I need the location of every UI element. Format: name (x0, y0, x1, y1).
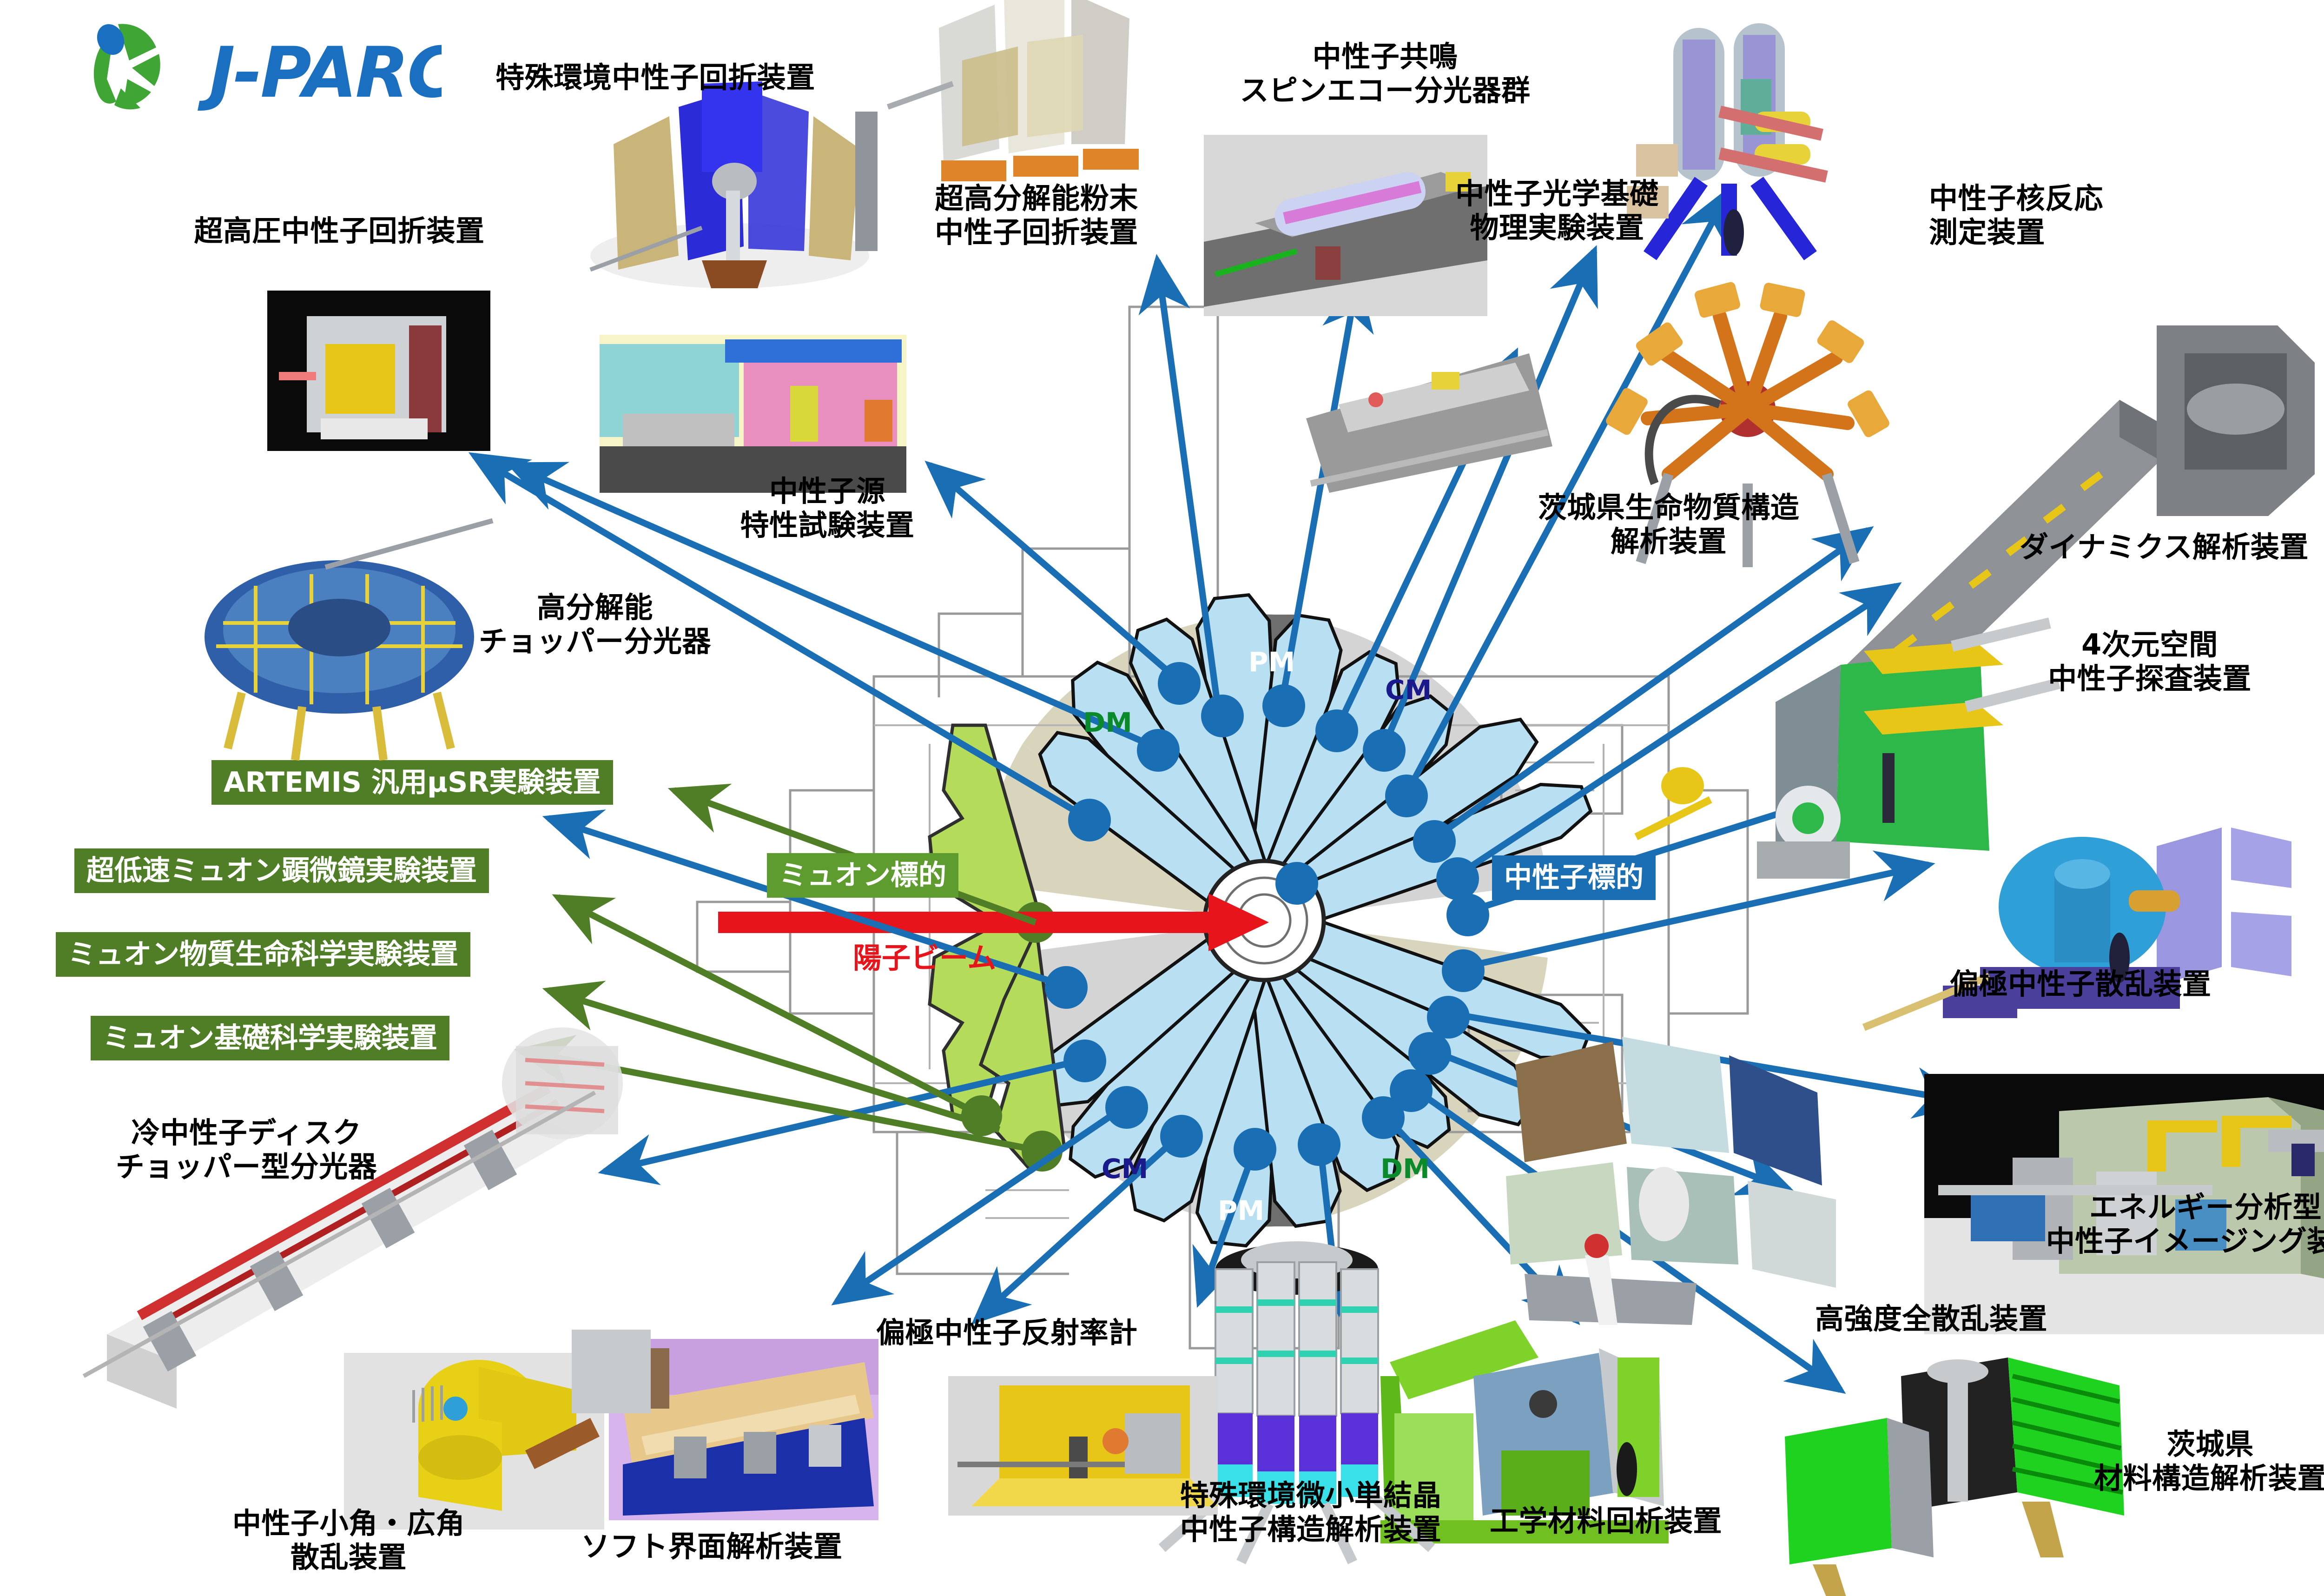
label-special-environment-neutron-diffractometer: 特殊環境中性子回折装置 (495, 60, 815, 94)
label-neutron-resonance-spin-echo-spectrometers: 中性子共鳴 スピンエコー分光器群 (1240, 40, 1531, 108)
label-extreme-environment-small-single-crystal-diffractometer: 特殊環境微小単結晶 中性子構造解析装置 (1180, 1478, 1442, 1547)
label-super-high-resolution-powder-neutron-diffractometer: 超高分解能粉末 中性子回折装置 (935, 181, 1138, 250)
zone-label-dm-upper: DM (1083, 707, 1132, 738)
proton-beam-label: 陽子ビーム (853, 941, 997, 975)
logo-wordmark: J-PARC (198, 33, 442, 113)
thumb-neutron-nuclear-reaction-measurement (1627, 23, 1828, 260)
label-engineering-materials-diffractometer: 工学材料回析装置 (1489, 1504, 1722, 1538)
thumb-cold-neutron-disk-chopper-spectrometer (82, 1027, 623, 1409)
beamline-endpoint-dots (1045, 662, 1489, 1171)
thumb-super-high-resolution-powder-diffractometer (886, 0, 1139, 181)
label-four-dimensional-space-neutron-explorer: 4次元空間 中性子探査装置 (2048, 628, 2251, 696)
muon-instrument-basic-science[interactable]: ミュオン基礎科学実験装置 (91, 1016, 449, 1060)
label-neutron-nuclear-reaction-measurement-instrument: 中性子核反応 測定装置 (1929, 181, 2104, 250)
label-soft-interface-analyzer: ソフト界面解析装置 (581, 1530, 843, 1563)
thumb-ibaraki-biological-crystal-diffractometer (1606, 282, 1889, 567)
jparc-logo-svg: J-PARC (93, 24, 460, 113)
label-polarized-neutron-scattering-instrument: 偏極中性子散乱装置 (1950, 967, 2212, 1001)
label-ibaraki-biological-crystal-diffractometer: 茨城県生命物質構造 解析装置 (1538, 490, 1800, 559)
thumb-small-and-wide-angle-scattering (344, 1330, 651, 1530)
label-cold-neutron-disk-chopper-spectrometer: 冷中性子ディスク チョッパー型分光器 (115, 1116, 377, 1184)
neutron-target-callout[interactable]: 中性子標的 (1492, 855, 1656, 900)
label-neutron-source-characteristics-test-instrument: 中性子源 特性試験装置 (740, 474, 915, 543)
label-ultrahigh-pressure-neutron-diffractometer: 超高圧中性子回折装置 (194, 214, 485, 248)
muon-instrument-artemis[interactable]: ARTEMIS 汎用μSR実験装置 (211, 760, 613, 805)
thumb-neutron-source-characteristics-test (600, 335, 906, 493)
zone-label-cm-upper: CM (1385, 674, 1432, 706)
label-high-intensity-total-scattering-instrument: 高強度全散乱装置 (1815, 1302, 2048, 1336)
label-dynamics-analyzer: ダイナミクス解析装置 (2020, 530, 2309, 564)
logo-mark-icon (93, 24, 160, 110)
label-ibaraki-materials-design-diffractometer: 茨城県 材料構造解析装置 (2093, 1427, 2324, 1496)
muon-instrument-material-life-science[interactable]: ミュオン物質生命科学実験装置 (56, 932, 470, 977)
muon-target-callout[interactable]: ミュオン標的 (767, 853, 958, 898)
proton-beam-arrow (718, 894, 1269, 951)
thumb-ultrahigh-pressure-neutron-diffractometer (267, 291, 490, 451)
label-neutron-small-and-wide-angle-scattering-instrument: 中性子小角・広角 散乱装置 (232, 1506, 465, 1575)
thumb-special-environment-neutron-diffractometer (589, 81, 878, 288)
zone-label-pm-lower: PM (1218, 1195, 1265, 1226)
thumb-polarized-neutron-reflectometer (948, 1376, 1218, 1516)
thumb-energy-resolved-neutron-imaging (1924, 1074, 2324, 1334)
thumb-polarized-neutron-scattering (1862, 828, 2291, 1031)
label-energy-resolved-neutron-imaging-system: エネルギー分析型 中性子イメージング装置 (2046, 1190, 2324, 1258)
thumb-high-resolution-chopper-spectrometer (205, 518, 494, 761)
thumb-engineering-materials-diffractometer (1380, 1320, 1669, 1543)
thumb-ibaraki-materials-design-diffractometer (1785, 1358, 2124, 1596)
thumb-four-dimensional-space-neutron-explorer (1634, 617, 2060, 879)
label-neutron-optics-basic-physics-instrument: 中性子光学基礎 物理実験装置 (1455, 177, 1659, 245)
thumb-neutron-resonance-spin-echo (1204, 135, 1487, 316)
thumb-soft-interface-analyzer (609, 1339, 878, 1520)
zone-label-dm-lower: DM (1380, 1153, 1430, 1185)
label-polarized-neutron-reflectometer: 偏極中性子反射率計 (876, 1316, 1138, 1350)
zone-label-cm-lower: CM (1102, 1153, 1149, 1185)
muon-instrument-ultraslow-microscope[interactable]: 超低速ミュオン顕微鏡実験装置 (74, 848, 489, 893)
thumb-neutron-optics-basic-physics (1306, 353, 1552, 493)
zone-label-pm-upper: PM (1248, 646, 1295, 678)
jparc-logo: J-PARC (70, 14, 460, 121)
thumb-high-intensity-total-scattering (1506, 1037, 1836, 1325)
label-high-resolution-chopper-spectrometer: 高分解能 チョッパー分光器 (478, 590, 711, 659)
thumb-extreme-environment-single-crystal (1158, 1241, 1435, 1564)
